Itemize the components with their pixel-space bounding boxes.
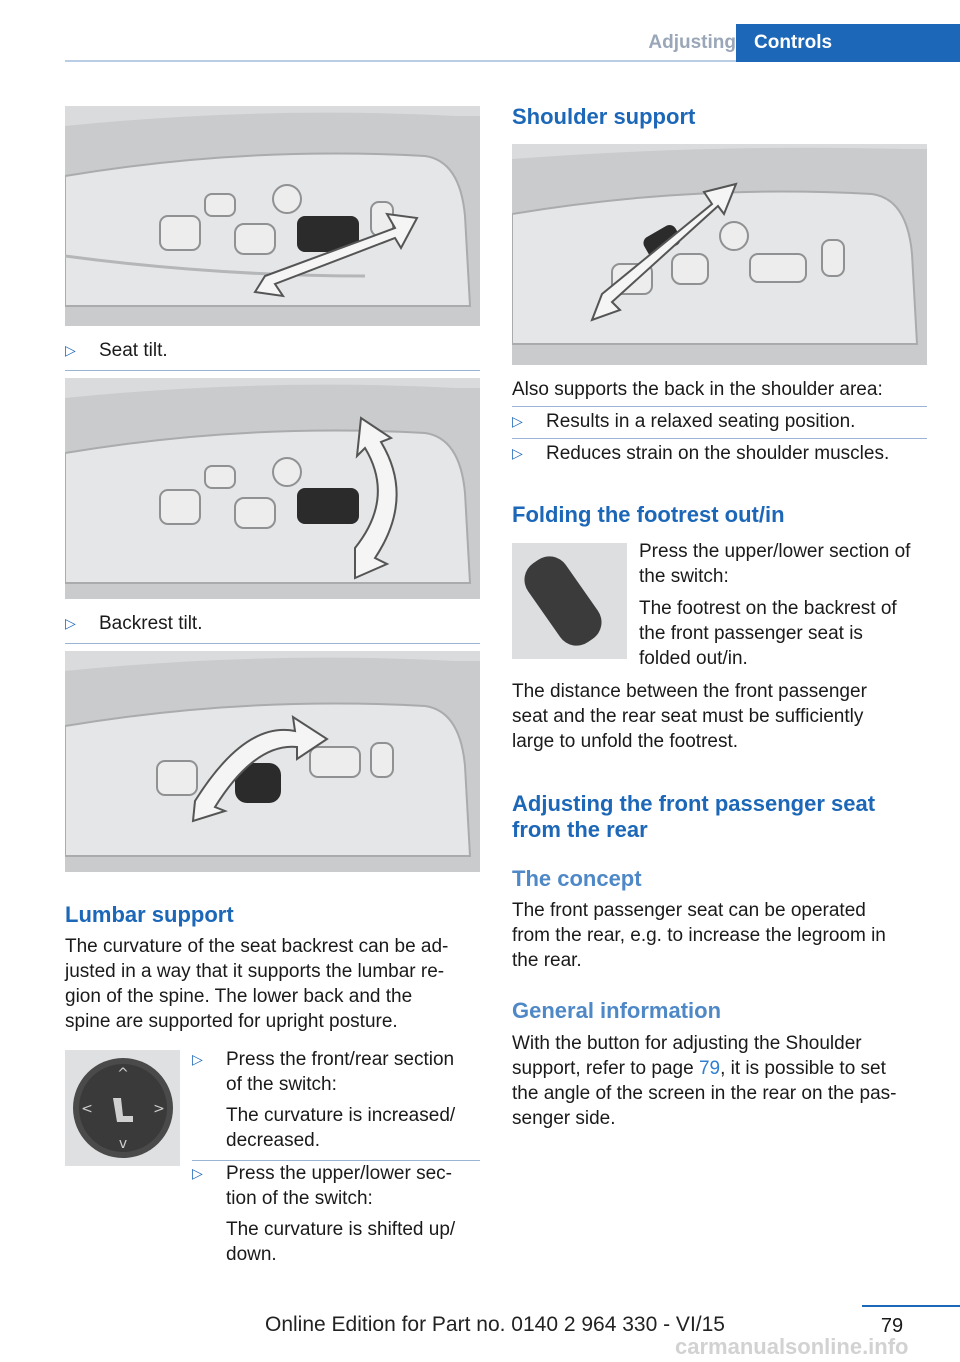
lumbar-switch-illustration [65,651,480,872]
lumbar-switch-photo: ^ v < > [65,1050,180,1166]
triangle-right-icon: ▷ [65,615,76,631]
seat-tilt-illustration [65,106,480,326]
concept-body: The front passenger seat can be operated… [512,900,886,971]
separator [512,438,927,439]
svg-text:^: ^ [117,1066,129,1082]
page-number: 79 [880,1315,904,1337]
footrest-switch-photo [512,543,627,659]
backrest-tilt-illustration [65,378,480,599]
footrest-side-text: Press the upper/lower section of the swi… [639,541,911,669]
triangle-right-icon: ▷ [192,1165,203,1181]
shoulder-support-illustration [512,144,927,365]
separator [65,643,480,644]
general-info-heading: General information [512,998,722,1023]
svg-text:>: > [153,1101,165,1117]
separator [192,1160,480,1161]
concept-heading: The concept [512,866,642,891]
header-section-label: Adjusting [648,32,736,53]
page-number-rule [862,1305,960,1307]
header-chapter-tab: Controls [736,24,960,62]
triangle-right-icon: ▷ [192,1051,203,1067]
footrest-body: The distance between the front passenger… [512,681,867,752]
rear-adjust-heading: Adjusting the front passenger seat from … [512,791,876,842]
footrest-heading: Folding the footrest out/in [512,502,785,527]
svg-text:v: v [119,1136,127,1152]
lumbar-support-heading: Lumbar support [65,902,234,927]
general-info-body: With the button for adjusting the Should… [512,1033,897,1129]
svg-text:<: < [81,1101,93,1117]
triangle-right-icon: ▷ [512,413,523,429]
shoulder-intro: Also supports the back in the shoulder a… [512,379,883,400]
separator [65,370,480,371]
header-rule [65,60,736,62]
triangle-right-icon: ▷ [512,445,523,461]
page-link[interactable]: 79 [698,1058,721,1079]
separator [512,406,927,407]
watermark: carmanualsonline.info [675,1334,909,1359]
lumbar-body: The curvature of the seat backrest can b… [65,936,449,1032]
triangle-right-icon: ▷ [65,342,76,358]
edition-footer: Online Edition for Part no. 0140 2 964 3… [265,1313,725,1336]
shoulder-support-heading: Shoulder support [512,104,696,129]
